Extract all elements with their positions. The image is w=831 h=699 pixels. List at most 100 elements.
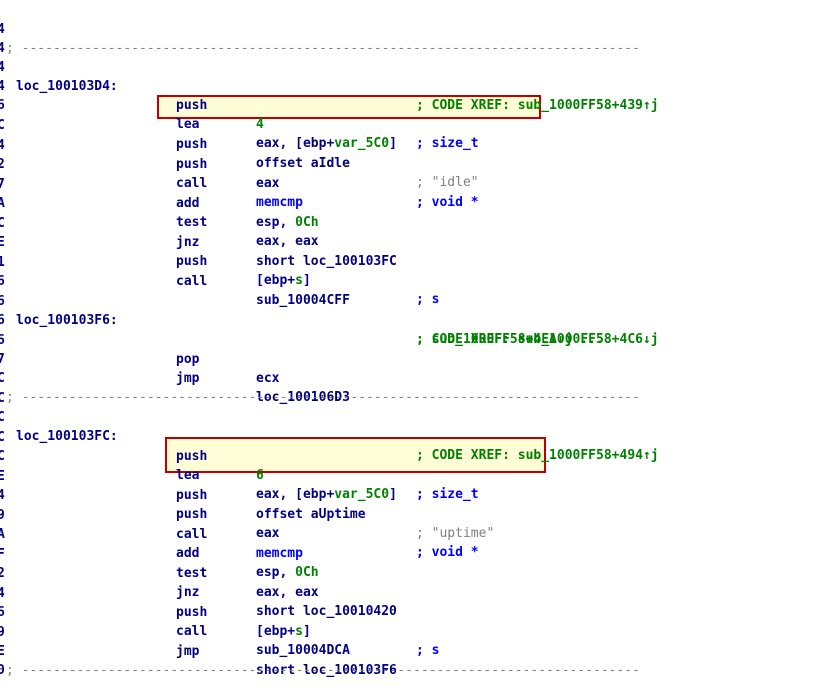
stack-var[interactable]: s <box>295 273 303 288</box>
call-target[interactable]: memcmp <box>256 546 303 561</box>
separator-text: ; --------------------------------------… <box>6 663 640 678</box>
stack-var[interactable]: var_5C0 <box>334 136 390 151</box>
operand-part: esp, <box>256 215 296 230</box>
code-line[interactable]: F test eax, eax <box>0 526 831 600</box>
gutter-char: 6 <box>0 313 5 328</box>
code-line[interactable]: A add esp, 0Ch <box>0 506 831 580</box>
gutter-char: C <box>0 371 5 386</box>
operand-string-ref[interactable]: offset aUptime <box>256 507 366 522</box>
code-line[interactable]: 6 loc_100103F6: ; CODE XREF: sub_1000FF5… <box>0 273 831 347</box>
code-line[interactable]: 4 push 4 ; size_t <box>0 58 831 151</box>
operand-string-ref[interactable]: offset aIdle <box>256 156 350 171</box>
gutter-char: 6 <box>0 294 5 309</box>
gutter-char: 1 <box>0 255 5 270</box>
operand-part: ] <box>302 273 311 288</box>
jump-target[interactable]: short loc_10010420 <box>256 604 397 619</box>
code-line[interactable]: A test eax, eax <box>0 175 831 249</box>
code-line[interactable]: 6 ; sub_1000FF58+4EA↓j ... <box>0 292 831 347</box>
code-line[interactable]: 9 jmp short loc_100103F6 <box>0 604 831 678</box>
gutter-char: 4 <box>0 22 5 37</box>
comment: ; void * <box>416 545 479 560</box>
code-line[interactable]: E push [ebp+s] ; s <box>0 214 831 307</box>
code-line[interactable]: C lea eax, [ebp+var_5C0] <box>0 428 831 502</box>
mnemonic: push <box>176 507 208 522</box>
code-line[interactable]: 4 push [ebp+s] ; s <box>0 565 831 658</box>
code-line[interactable]: C loc_100103FC: ; CODE XREF: sub_1000FF5… <box>0 389 831 463</box>
gutter-char: C <box>0 430 5 445</box>
code-label[interactable]: loc_100103D4: <box>16 79 118 94</box>
jump-target[interactable]: short loc_100103FC <box>256 254 397 269</box>
code-line[interactable]: 6 pop ecx <box>0 312 831 386</box>
call-target[interactable]: sub_10004CFF <box>256 293 350 308</box>
operand-part: eax, [ebp+ <box>256 136 335 151</box>
code-line[interactable]: 6 call sub_10004DCA <box>0 584 831 658</box>
mnemonic: push <box>176 157 208 172</box>
code-line[interactable]: 2 jnz short loc_10010420 <box>0 545 831 619</box>
code-label[interactable]: loc_100103FC: <box>16 429 118 444</box>
code-line[interactable]: 7 jmp loc_100106D3 <box>0 331 831 405</box>
gutter-char: E <box>0 644 5 659</box>
gutter-char: 7 <box>0 177 5 192</box>
call-target[interactable]: memcmp <box>256 195 303 210</box>
operand: [ebp+s] <box>256 271 311 290</box>
operand-part: [ebp+ <box>256 624 296 639</box>
operand-part: eax, [ebp+ <box>256 487 335 502</box>
code-line[interactable]: C jnz short loc_100103FC <box>0 195 831 269</box>
gutter-char: A <box>0 527 5 542</box>
xref-comment[interactable]: ; CODE XREF: sub_1000FF58+4C6↓j <box>416 332 659 347</box>
comment: ; s <box>416 643 440 658</box>
mnemonic: add <box>176 546 200 561</box>
code-line[interactable]: 4 push eax ; void * <box>0 467 831 560</box>
blank-line: 4 <box>0 20 831 56</box>
code-line[interactable]: C push 6 ; size_t <box>0 409 831 502</box>
operand: eax, eax <box>256 585 319 600</box>
operand: eax, eax <box>256 234 319 249</box>
gutter-char: C <box>0 216 5 231</box>
operand-part: ] <box>389 487 397 502</box>
gutter-char: 6 <box>0 605 5 620</box>
operand: 6 <box>256 468 264 483</box>
code-line[interactable]: 9 call memcmp <box>0 487 831 561</box>
gutter-char: C <box>0 118 5 133</box>
mnemonic: lea <box>176 117 200 132</box>
gutter-char: 2 <box>0 157 5 172</box>
operand: eax, [ebp+var_5C0] <box>256 485 397 504</box>
code-label[interactable]: loc_100103F6: <box>16 313 118 328</box>
code-line[interactable]: 7 add esp, 0Ch <box>0 156 831 230</box>
separator-text: ; --------------------------------------… <box>6 390 640 405</box>
mnemonic: push <box>176 254 208 269</box>
code-line[interactable]: 4 push eax ; void * <box>0 117 831 210</box>
xref-comment[interactable]: ; sub_1000FF58+4EA↓j ... <box>416 332 604 347</box>
comment: ; size_t <box>416 136 479 151</box>
xref-comment[interactable]: ; CODE XREF: sub_1000FF58+494↑j <box>416 448 659 463</box>
mnemonic: test <box>176 215 208 230</box>
gutter-char: 9 <box>0 625 5 640</box>
disassembly-listing[interactable]: 4 ; ------------------------------------… <box>0 0 831 678</box>
mnemonic: push <box>176 605 208 620</box>
mnemonic: call <box>176 527 208 542</box>
stack-var[interactable]: s <box>295 624 303 639</box>
operand: esp, 0Ch <box>256 563 319 582</box>
code-line-highlighted[interactable]: E push offset aUptime ; "uptime" <box>0 448 831 541</box>
xref-comment[interactable]: ; CODE XREF: sub_1000FF58+439↑j <box>416 98 659 113</box>
gutter-char: 0 <box>0 663 5 678</box>
code-line[interactable]: 4 loc_100103D4: ; CODE XREF: sub_1000FF5… <box>0 39 831 113</box>
stack-var[interactable]: var_5C0 <box>334 487 390 502</box>
mnemonic: jnz <box>176 585 200 600</box>
gutter-char: A <box>0 196 5 211</box>
code-line-highlighted[interactable]: C push offset aIdle ; "idle" <box>0 97 831 190</box>
code-line[interactable]: 6 lea eax, [ebp+var_5C0] <box>0 77 831 151</box>
gutter-char: C <box>0 391 5 406</box>
operand: eax <box>256 526 280 541</box>
jump-target[interactable]: loc_100106D3 <box>256 390 350 405</box>
operand-part: ] <box>302 624 311 639</box>
blank-line: C <box>0 370 831 406</box>
gutter-char: 4 <box>0 79 5 94</box>
code-line[interactable]: 2 call memcmp <box>0 136 831 210</box>
gutter-char: 6 <box>0 98 5 113</box>
gutter-char: E <box>0 469 5 484</box>
mnemonic: test <box>176 566 208 581</box>
gutter-char: 4 <box>0 60 5 75</box>
code-line[interactable]: 1 call sub_10004CFF <box>0 234 831 308</box>
gutter-char: F <box>0 547 5 562</box>
